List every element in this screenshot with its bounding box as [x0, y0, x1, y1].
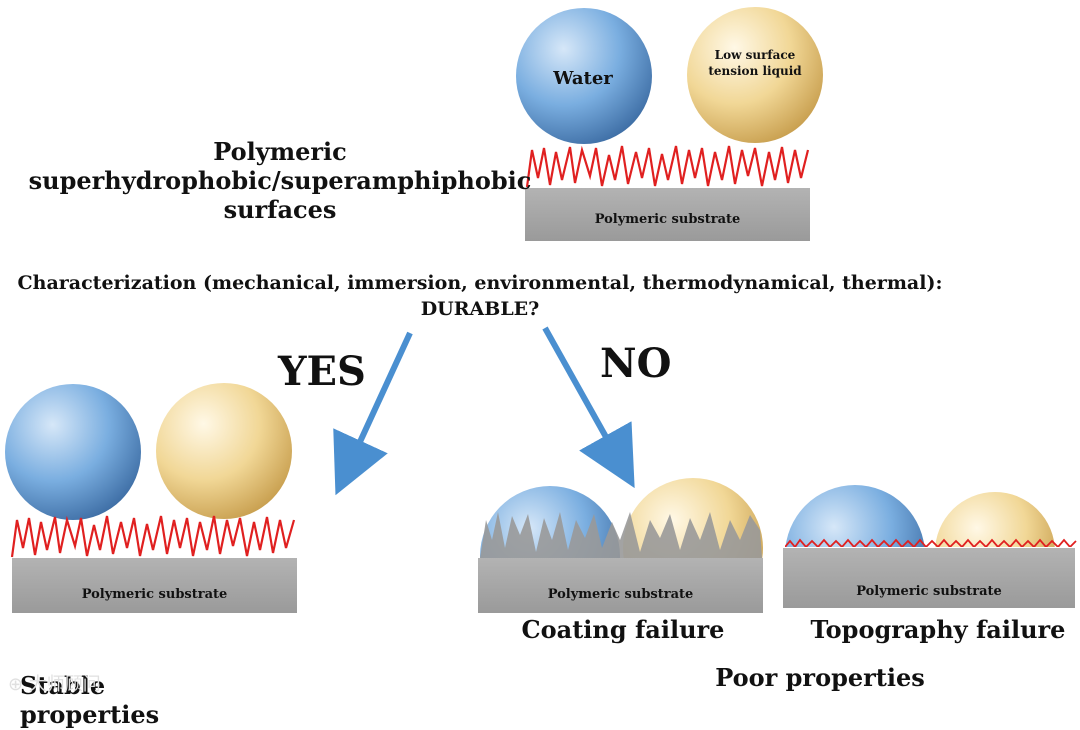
roughness-topo	[785, 538, 1077, 547]
stable-surface	[5, 383, 297, 613]
watermark: ⊕ 大师顾问	[8, 674, 101, 695]
roughness-stable	[10, 515, 296, 558]
no-arrow	[542, 326, 635, 489]
water-droplet-topo	[785, 485, 925, 547]
coating-failure-surface	[480, 478, 763, 558]
substrate-label-top: Polymeric substrate	[594, 212, 741, 227]
no-label: NO	[600, 340, 672, 387]
durable-question: DURABLE?	[420, 298, 540, 320]
coating-failure-label: Coating failure	[521, 615, 725, 644]
water-droplet-stable	[5, 384, 141, 520]
characterization-text: Characterization (mechanical, immersion,…	[17, 272, 943, 294]
diagram-title: Polymeric superhydrophobic/superamphipho…	[28, 137, 532, 224]
liquid-droplet-topo	[935, 492, 1055, 547]
substrate-topo	[783, 548, 1075, 608]
topography-failure-label: Topography failure	[810, 615, 1066, 644]
substrate-label-stable: Polymeric substrate	[81, 587, 228, 602]
yes-label: YES	[278, 348, 366, 395]
liquid-droplet-top	[687, 7, 823, 143]
grey-roughness-coating	[480, 512, 762, 558]
roughness-top	[525, 145, 810, 188]
substrate-label-coating: Polymeric substrate	[547, 587, 694, 602]
top-surface	[516, 7, 823, 241]
poor-properties-label: Poor properties	[715, 663, 925, 692]
substrate-stable	[12, 558, 297, 613]
liquid-droplet-stable	[156, 383, 292, 519]
substrate-coating	[478, 558, 763, 613]
topography-failure-surface	[785, 485, 1077, 547]
yes-arrow	[333, 331, 413, 496]
water-droplet-top	[516, 8, 652, 144]
diagram-canvas	[5, 7, 1077, 613]
substrate-top	[525, 188, 810, 241]
low-surface-tension-label: Low surface tension liquid	[708, 48, 802, 78]
substrate-label-topo: Polymeric substrate	[856, 584, 1002, 599]
water-label: Water	[553, 68, 613, 89]
